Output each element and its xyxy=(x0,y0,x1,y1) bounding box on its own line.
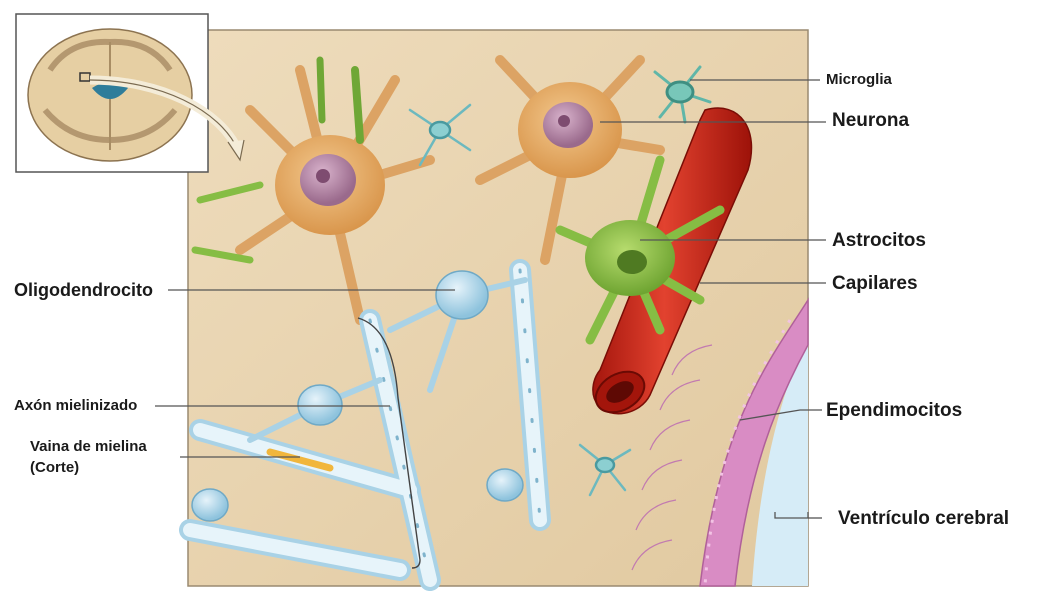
label-vaina-line2: (Corte) xyxy=(30,459,79,476)
label-ependimocitos: Ependimocitos xyxy=(826,400,962,422)
label-microglia: Microglia xyxy=(826,71,892,88)
label-axon-mielinizado: Axón mielinizado xyxy=(14,397,137,414)
label-vaina-line1: Vaina de mielina xyxy=(30,438,147,455)
label-astrocitos: Astrocitos xyxy=(832,230,926,252)
label-capilares: Capilares xyxy=(832,273,918,295)
label-neurona: Neurona xyxy=(832,110,909,132)
label-oligodendrocito: Oligodendrocito xyxy=(14,280,153,301)
label-ventriculo-cerebral: Ventrículo cerebral xyxy=(838,508,1009,530)
